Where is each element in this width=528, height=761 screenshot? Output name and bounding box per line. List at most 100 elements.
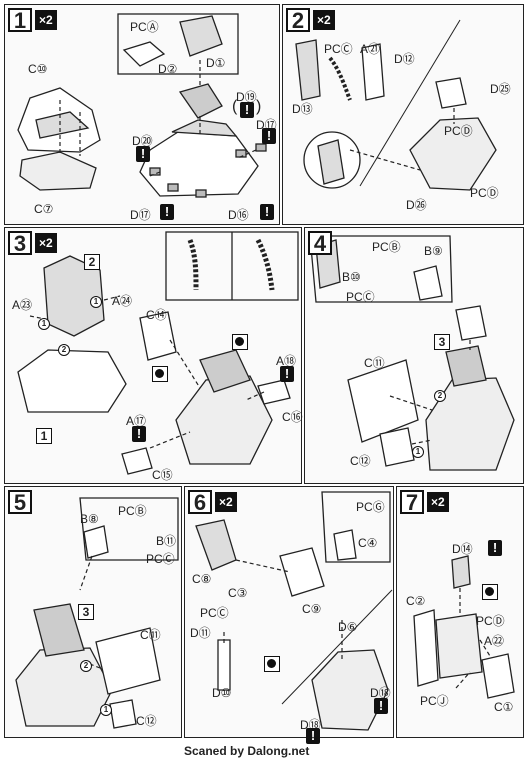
warning-icon: !	[262, 128, 276, 144]
s7-c1-part	[481, 653, 515, 699]
step-1-header: 1 ×2	[8, 8, 57, 32]
part-label: D⑪	[190, 626, 211, 640]
part-label: D⑭	[452, 542, 473, 556]
part-label: B⑨	[424, 244, 443, 258]
part-label: D⑬	[292, 102, 313, 116]
paren: (	[232, 98, 238, 115]
sequence-marker: 1	[38, 318, 50, 330]
part-label: D⑯	[228, 208, 249, 222]
part-label: B⑩	[342, 270, 361, 284]
part-label: D⑰	[130, 208, 151, 222]
s5-armor-plate	[95, 627, 161, 695]
part-label: B⑧	[80, 512, 99, 526]
s4-foot-part	[413, 265, 443, 301]
part-label: C①	[494, 700, 514, 714]
part-label: C⑭	[146, 308, 167, 322]
warning-icon: !	[280, 366, 294, 382]
warning-icon: !	[160, 204, 174, 220]
step-number: 7	[400, 490, 424, 514]
part-label: PCⒸ	[146, 552, 175, 566]
part-label: PCⒷ	[372, 240, 401, 254]
rotate-symbol-icon	[264, 656, 280, 672]
part-label: PCⒷ	[118, 504, 147, 518]
rotate-symbol-icon	[232, 334, 248, 350]
step-6-header: 6 ×2	[188, 490, 237, 514]
quantity-badge: ×2	[35, 233, 57, 253]
sequence-marker: 1	[100, 704, 112, 716]
s2-left-part	[295, 39, 321, 101]
s3-main-assembly	[175, 375, 273, 465]
reference-step-box: 3	[434, 334, 450, 350]
step-number: 2	[286, 8, 310, 32]
s2-cable	[328, 56, 352, 101]
sequence-marker: 2	[80, 660, 92, 672]
s1-base-frame	[19, 151, 97, 191]
s1-body-main	[139, 131, 259, 197]
warning-icon: !	[132, 426, 146, 442]
step-5-header: 5	[8, 490, 32, 514]
rotate-symbol-icon	[152, 366, 168, 382]
sequence-marker: 2	[434, 390, 446, 402]
s6-inset-box	[321, 491, 391, 563]
part-label: PCⒹ	[470, 186, 499, 200]
warning-icon: !	[260, 204, 274, 220]
part-label: D⑲	[236, 90, 257, 104]
part-label: C⑫	[136, 714, 157, 728]
part-label: A⑰	[126, 414, 147, 428]
part-label: A㉒	[484, 634, 505, 648]
quantity-badge: ×2	[35, 10, 57, 30]
s4-c12-part	[379, 427, 415, 467]
part-label: C③	[228, 586, 248, 600]
part-label: D⑱	[370, 686, 391, 700]
s3-c16-part	[257, 379, 291, 405]
rotate-symbol-icon	[482, 584, 498, 600]
part-label: D㉖	[406, 198, 427, 212]
part-label: C⑩	[28, 62, 48, 76]
step-number: 1	[8, 8, 32, 32]
s4-armor-plate	[347, 359, 419, 443]
s3-c15-part	[121, 447, 153, 475]
part-label: PCⒼ	[356, 500, 385, 514]
sequence-marker: 1	[412, 446, 424, 458]
s3-shield	[139, 311, 177, 361]
quantity-badge: ×2	[215, 492, 237, 512]
part-label: PCⒹ	[444, 124, 473, 138]
reference-step-box: 1	[36, 428, 52, 444]
part-label: A⑱	[276, 354, 297, 368]
part-label: PCⒹ	[476, 614, 505, 628]
s6-d10-pin	[217, 639, 231, 691]
s7-d14-part	[451, 555, 471, 589]
s5-arm-part	[83, 525, 109, 559]
quantity-badge: ×2	[313, 10, 335, 30]
part-label: PCⒿ	[420, 694, 449, 708]
s1-shoulder-part	[178, 83, 223, 119]
s1-barrel-part	[179, 15, 223, 57]
s3-cable-left	[187, 239, 199, 291]
s4-head-part	[455, 305, 487, 341]
part-label: PCⒸ	[346, 290, 375, 304]
step-number: 3	[8, 231, 32, 255]
s6-arm-upper	[195, 519, 237, 571]
step-number: 5	[8, 490, 32, 514]
s5-main-assembly	[15, 647, 113, 727]
part-label: D⑳	[132, 134, 153, 148]
part-label: D⑥	[338, 620, 358, 634]
paren: )	[256, 98, 262, 115]
part-label: A㉓	[12, 298, 33, 312]
step-3-header: 3 ×2	[8, 231, 57, 255]
step-4-header: 4	[308, 231, 332, 255]
s2-right-part	[361, 43, 385, 101]
part-label: C⑪	[140, 628, 161, 642]
quantity-badge: ×2	[427, 492, 449, 512]
s1-pipe-part	[122, 41, 166, 67]
warning-icon: !	[488, 540, 502, 556]
warning-icon: !	[240, 102, 254, 118]
part-label: C④	[358, 536, 378, 550]
s1-body-top	[171, 119, 238, 137]
warning-icon: !	[374, 698, 388, 714]
s4-inset-bubble	[309, 235, 453, 303]
step-7-header: 7 ×2	[400, 490, 449, 514]
warning-icon: !	[136, 146, 150, 162]
part-label: C⑪	[364, 356, 385, 370]
